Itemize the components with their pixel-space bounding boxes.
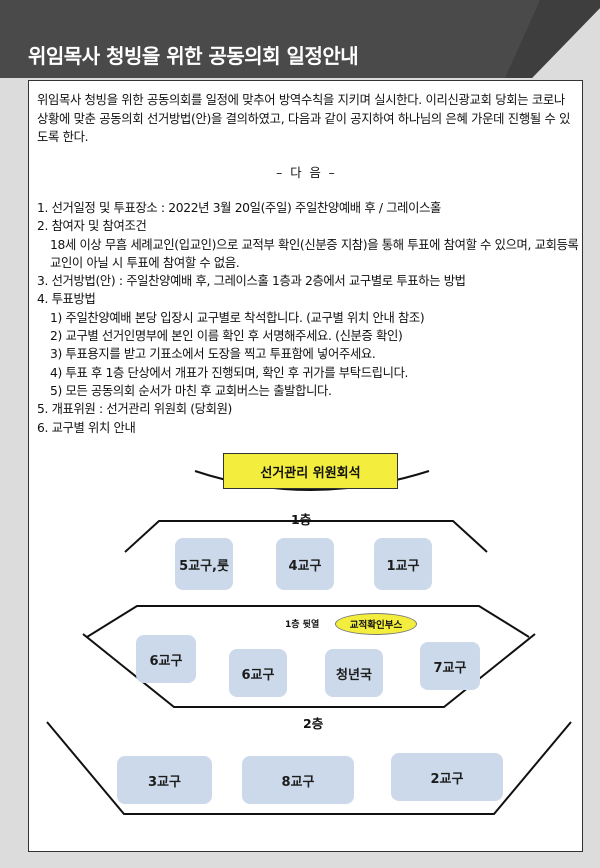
list-subitem: 3) 투표용지를 받고 기표소에서 도장을 찍고 투표함에 넣어주세요.: [50, 347, 376, 362]
notice-list: 1. 선거일정 및 투표장소 : 2022년 3월 20일(주일) 주일찬양예배…: [37, 199, 582, 437]
list-subitem: 1) 주일찬양예배 본당 입장시 교구별로 착석합니다. (교구별 위치 안내 …: [50, 310, 425, 325]
registry-booth: 교적확인부스: [335, 613, 417, 635]
seat-block: 6교구: [229, 649, 287, 697]
seat-block: 청년국: [325, 649, 383, 697]
seat-block: 2교구: [391, 753, 503, 801]
seat-block: 6교구: [136, 635, 196, 683]
list-subitem: 5) 모든 공동의회 순서가 마친 후 교회버스는 출발합니다.: [50, 383, 332, 398]
notice-document: 위임목사 청빙을 위한 공동의회를 일정에 맞추어 방역수칙을 지키며 실시한다…: [28, 80, 583, 852]
seat-block: 8교구: [242, 756, 354, 804]
list-subitem: 2) 교구별 선거인명부에 본인 이름 확인 후 서명해주세요. (신분증 확인…: [50, 329, 403, 344]
list-item: 1. 선거일정 및 투표장소 : 2022년 3월 20일(주일) 주일찬양예배…: [37, 201, 442, 215]
floor-1-label: 1층: [291, 512, 312, 527]
seat-block: 7교구: [420, 642, 480, 690]
seat-block: 3교구: [117, 756, 212, 804]
seat-block: 4교구: [276, 538, 334, 590]
list-item: 2. 참여자 및 참여조건: [37, 219, 147, 234]
seat-block: 5교구,룻: [175, 538, 233, 590]
list-subitem: 4) 투표 후 1층 단상에서 개표가 진행되며, 확인 후 귀가를 부탁드립니…: [50, 365, 409, 380]
back-row-label: 1층 뒷열: [285, 620, 320, 630]
intro-paragraph: 위임목사 청빙을 위한 공동의회를 일정에 맞추어 방역수칙을 지키며 실시한다…: [37, 93, 571, 144]
list-item-detail: 18세 이상 무흠 세례교인(입교인)으로 교적부 확인(신분증 지참)을 통해…: [50, 237, 579, 270]
floor-2-label: 2층: [303, 716, 324, 731]
election-committee-seat: 선거관리 위원회석: [223, 453, 398, 489]
header-shape: [0, 0, 600, 78]
seating-lines: [46, 470, 572, 815]
list-item: 3. 선거방법(안) : 주일찬양예배 후, 그레이스홀 1층과 2층에서 교구…: [37, 274, 466, 289]
seat-block: 1교구: [374, 538, 432, 590]
header-banner: 위임목사 청빙을 위한 공동의회 일정안내: [0, 0, 600, 78]
list-item: 5. 개표위원 : 선거관리 위원회 (당회원): [37, 402, 232, 417]
list-item: 4. 투표방법: [37, 292, 96, 307]
page-title: 위임목사 청빙을 위한 공동의회 일정안내: [28, 44, 359, 68]
section-heading: – 다 음 –: [276, 166, 337, 180]
list-item: 6. 교구별 위치 안내: [37, 420, 136, 435]
